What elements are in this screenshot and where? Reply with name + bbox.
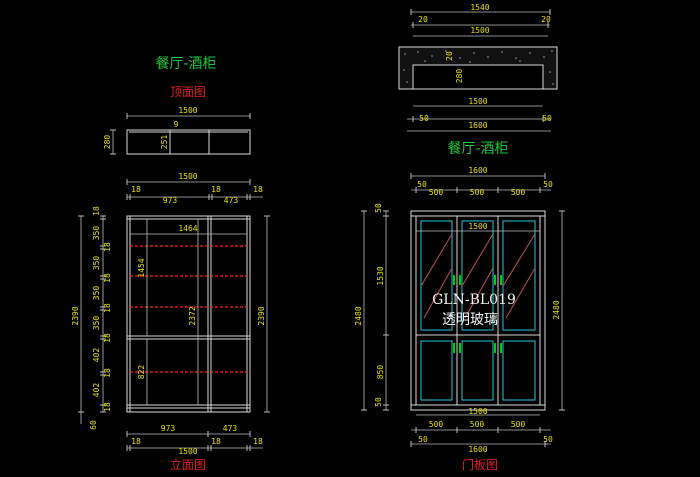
elev-left-dim-6: 18 (103, 303, 112, 313)
top-overall-dim: 1540 (470, 3, 489, 12)
title-plan-view: 顶面图 (170, 85, 206, 99)
door-bottom-total-dim: 1600 (468, 445, 487, 454)
top-side-right-dim: 50 (542, 114, 552, 123)
door-inner-width-dim: 1500 (468, 222, 487, 231)
elev-left-dim-7: 350 (92, 316, 101, 331)
top-overhang-left-dim: 20 (418, 15, 428, 24)
elev-left-dim-2: 18 (103, 242, 112, 252)
elev-bottom-left-span-dim: 973 (161, 424, 176, 433)
plan-depth-dim: 280 (103, 135, 112, 150)
elev-top-total-dim: 1500 (178, 172, 197, 181)
door-left-bottom-dim: 50 (374, 397, 383, 407)
elev-left-dim-5: 350 (92, 286, 101, 301)
elev-upper-height-dim: 1454 (137, 258, 146, 277)
top-view-right: 1540 20 20 1500 20 280 1500 50 50 1600 (398, 3, 558, 132)
elev-left-dim-4: 18 (103, 273, 112, 283)
elev-bottom-mid-side-dim: 18 (211, 437, 221, 446)
top-depth-dim: 280 (455, 69, 464, 84)
plan-inner-depth-dim: 251 (160, 135, 169, 150)
elev-left-dim-10: 18 (103, 368, 112, 378)
elev-left-dim-8: 18 (103, 333, 112, 343)
elevation-view: 1500 18 973 18 473 18 1464 1454 (71, 172, 270, 456)
elev-left-dim-0: 18 (92, 206, 101, 216)
title-elevation-view: 立面图 (170, 457, 206, 472)
top-board-dim: 20 (445, 51, 454, 61)
elev-bottom-right-side-dim: 18 (253, 437, 263, 446)
plan-width-dim: 1500 (178, 106, 197, 115)
plan-board-dim: 9 (174, 120, 179, 129)
elev-top-mid-side-dim: 18 (211, 185, 221, 194)
door-top-side-right-dim: 50 (543, 180, 553, 189)
elev-lower-height-dim: 822 (137, 365, 146, 380)
elev-base-dim: 60 (89, 420, 98, 430)
elev-left-dim-9: 402 (92, 348, 101, 363)
top-overhang-right-dim: 20 (541, 15, 551, 24)
top-inner-dim: 1500 (470, 26, 489, 35)
elev-left-dim-11: 402 (92, 383, 101, 398)
top-side-left-dim: 50 (419, 114, 429, 123)
elev-left-total-dim: 2390 (71, 306, 80, 325)
top-bottom-overall-dim: 1600 (468, 121, 487, 130)
door-bottom-side-left-dim: 50 (418, 435, 428, 444)
door-lower-height-dim: 850 (376, 365, 385, 380)
elev-top-right-span-dim: 473 (224, 196, 239, 205)
elev-mid-height-dim: 2372 (188, 306, 197, 325)
elev-right-total-dim: 2390 (257, 306, 266, 325)
door-bottom-door-1-dim: 500 (429, 420, 444, 429)
top-bottom-inner-dim: 1500 (468, 97, 487, 106)
door-model-label: GLN-BL019 (432, 292, 516, 308)
door-right-total-dim: 2480 (552, 300, 561, 319)
door-top-door-2-dim: 500 (470, 188, 485, 197)
door-top-side-left-dim: 50 (417, 180, 427, 189)
door-top-total-dim: 1600 (468, 166, 487, 175)
title-door-view: 门板图 (462, 457, 498, 472)
door-material-label: 透明玻璃 (442, 311, 498, 328)
elev-top-left-side-dim: 18 (131, 185, 141, 194)
door-bottom-inner-dim: 1500 (468, 407, 487, 416)
door-bottom-door-3-dim: 500 (511, 420, 526, 429)
door-top-door-3-dim: 500 (511, 188, 526, 197)
elev-left-dim-3: 350 (92, 256, 101, 271)
elev-bottom-total-dim: 1500 (178, 447, 197, 456)
elev-left-dim-12: 18 (103, 402, 112, 412)
elev-top-left-span-dim: 973 (163, 196, 178, 205)
elev-top-right-side-dim: 18 (253, 185, 263, 194)
elev-inner-width-dim: 1464 (178, 224, 197, 233)
plan-view: 1500 280 251 9 (103, 106, 251, 155)
elev-bottom-left-side-dim: 18 (131, 437, 141, 446)
door-left-total-dim: 2480 (354, 306, 363, 325)
door-upper-height-dim: 1530 (376, 266, 385, 285)
door-left-top-dim: 50 (374, 203, 383, 213)
door-bottom-side-right-dim: 50 (543, 435, 553, 444)
title-wine-cabinet-left: 餐厅-酒柜 (155, 56, 216, 72)
door-view: 1600 50 500 500 500 50 (354, 166, 565, 454)
door-bottom-door-2-dim: 500 (470, 420, 485, 429)
door-top-door-1-dim: 500 (429, 188, 444, 197)
elev-left-dim-1: 350 (92, 226, 101, 241)
title-wine-cabinet-right: 餐厅-酒柜 (447, 141, 508, 157)
elev-bottom-right-span-dim: 473 (223, 424, 238, 433)
